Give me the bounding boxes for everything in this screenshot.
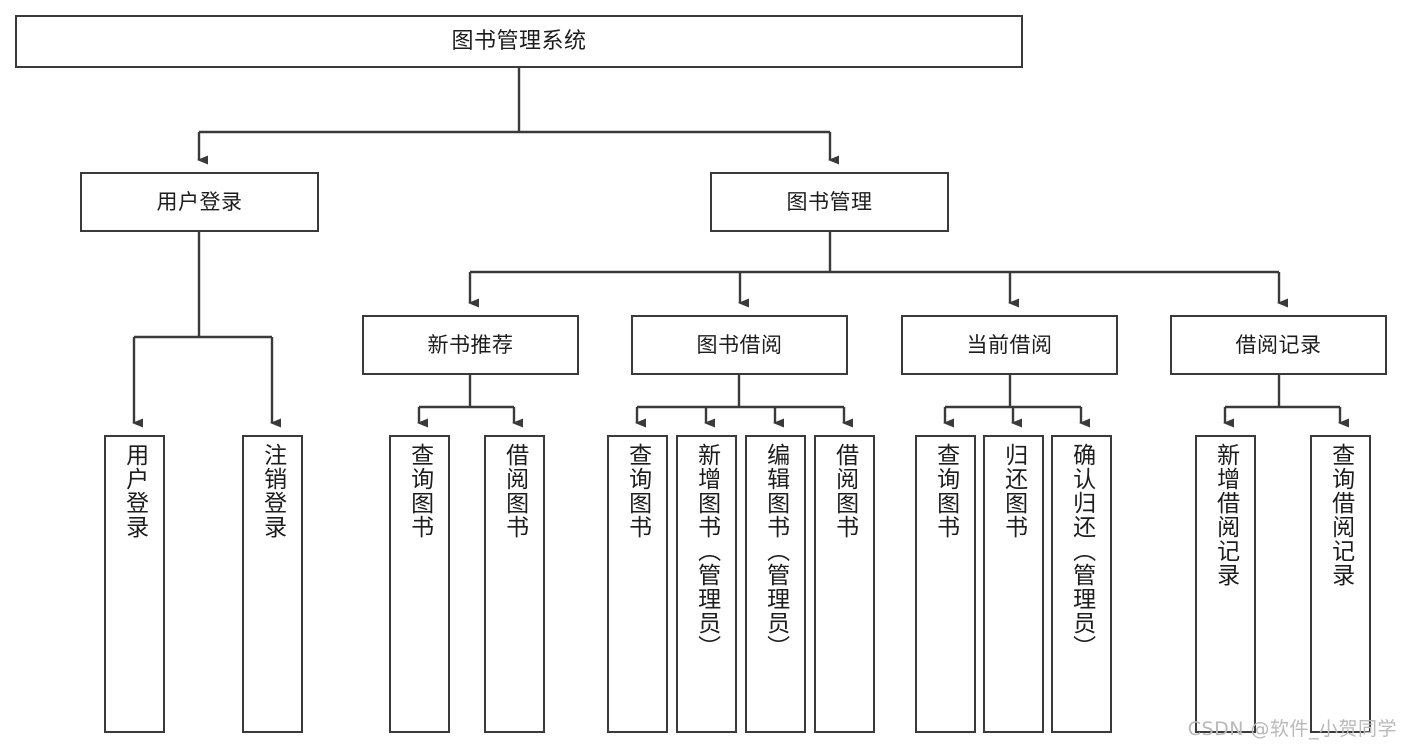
leaf-current-borrow-confirm-return-admin[interactable]: 确认归还（管理员） (1051, 435, 1112, 733)
node-label: 注销登录 (259, 443, 286, 539)
node-label: 新增图书（管理员） (693, 443, 720, 659)
leaf-user-login-logout[interactable]: 注销登录 (242, 435, 303, 733)
node-user-login[interactable]: 用户登录 (80, 172, 319, 232)
node-label: 图书借阅 (696, 332, 783, 357)
node-label: 新书推荐 (427, 332, 514, 357)
node-root-book-management-system[interactable]: 图书管理系统 (15, 15, 1023, 68)
node-label: 查询图书 (624, 443, 651, 539)
node-label: 新增借阅记录 (1212, 443, 1239, 587)
node-label: 查询图书 (406, 443, 433, 539)
leaf-current-borrow-query-books[interactable]: 查询图书 (915, 435, 976, 733)
csdn-watermark: CSDN @软件_小贺同学 (1187, 718, 1397, 740)
node-borrow-records[interactable]: 借阅记录 (1170, 315, 1387, 375)
node-label: 图书管理系统 (451, 28, 587, 54)
node-label: 归还图书 (1000, 443, 1027, 539)
node-book-management[interactable]: 图书管理 (710, 172, 949, 232)
node-label: 用户登录 (121, 443, 148, 539)
node-label: 查询图书 (932, 443, 959, 539)
node-book-borrowing[interactable]: 图书借阅 (631, 315, 848, 375)
leaf-book-borrow-borrow-books[interactable]: 借阅图书 (814, 435, 875, 733)
leaf-new-book-query-books[interactable]: 查询图书 (389, 435, 450, 733)
node-current-borrowing[interactable]: 当前借阅 (901, 315, 1118, 375)
node-label: 借阅图书 (831, 443, 858, 539)
leaf-user-login-login[interactable]: 用户登录 (104, 435, 165, 733)
node-new-book-recommendation[interactable]: 新书推荐 (362, 315, 579, 375)
node-label: 用户登录 (156, 189, 243, 214)
leaf-new-book-borrow-books[interactable]: 借阅图书 (484, 435, 545, 733)
leaf-book-borrow-add-book-admin[interactable]: 新增图书（管理员） (676, 435, 737, 733)
node-label: 当前借阅 (966, 332, 1053, 357)
node-label: 查询借阅记录 (1327, 443, 1354, 587)
node-label: 借阅记录 (1235, 332, 1322, 357)
node-label: 图书管理 (786, 189, 873, 214)
node-label: 编辑图书（管理员） (762, 443, 789, 659)
node-label: 借阅图书 (501, 443, 528, 539)
leaf-borrow-record-add-record[interactable]: 新增借阅记录 (1195, 435, 1256, 733)
leaf-borrow-record-query-record[interactable]: 查询借阅记录 (1310, 435, 1371, 733)
node-label: 确认归还（管理员） (1068, 443, 1095, 659)
leaf-book-borrow-edit-book-admin[interactable]: 编辑图书（管理员） (745, 435, 806, 733)
leaf-book-borrow-query-books[interactable]: 查询图书 (607, 435, 668, 733)
leaf-current-borrow-return-books[interactable]: 归还图书 (983, 435, 1044, 733)
